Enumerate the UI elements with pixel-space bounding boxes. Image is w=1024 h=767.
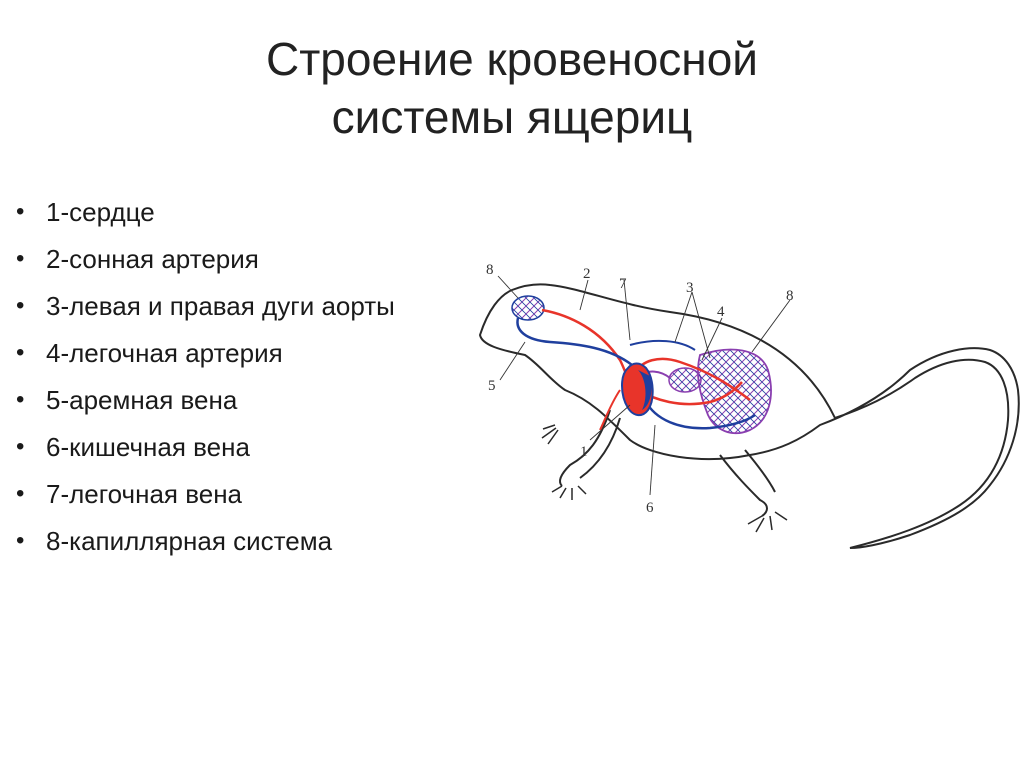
body-capillary xyxy=(697,348,772,435)
legend-item-label: 4-легочная артерия xyxy=(46,338,283,368)
title-line-1: Строение кровеносной xyxy=(266,33,758,85)
title-line-2: системы ящериц xyxy=(331,91,693,143)
legend-item-label: 5-аремная вена xyxy=(46,385,238,415)
intestinal-vein xyxy=(643,399,756,430)
aortic-arch-left xyxy=(633,357,751,402)
rear-leg-outline xyxy=(719,449,776,517)
legend-item: • 3-левая и правая дуги аорты xyxy=(14,290,434,322)
bullet-icon: • xyxy=(16,198,25,225)
legend-list: • 1-сердце • 2-сонная артерия • 3-левая и п… xyxy=(14,196,434,572)
body-vein-loop xyxy=(629,339,696,351)
legend-item: • 1-сердце xyxy=(14,196,434,228)
legend-item: • 7-легочная вена xyxy=(14,478,434,510)
front-claws xyxy=(551,485,587,500)
lizard-circulatory-diagram: 8 2 7 3 4 8 5 1 6 xyxy=(470,250,1024,560)
label-1: 1 xyxy=(580,444,588,460)
bullet-icon: • xyxy=(16,386,25,413)
carotid-artery xyxy=(541,308,634,389)
legend-item-label: 3-левая и правая дуги аорты xyxy=(46,291,395,321)
heart-ventricle-right xyxy=(638,370,652,410)
legend-item-label: 6-кишечная вена xyxy=(46,432,250,462)
rear-claws xyxy=(747,511,788,533)
label-3: 3 xyxy=(686,280,694,296)
bullet-icon: • xyxy=(16,480,25,507)
lizard-body-outline xyxy=(478,283,1020,549)
legend-item: • 5-аремная вена xyxy=(14,384,434,416)
bullet-icon: • xyxy=(16,292,25,319)
left-front-foot xyxy=(541,424,559,445)
label-5: 5 xyxy=(488,378,496,394)
legend-item-label: 8-капиллярная система xyxy=(46,526,333,556)
bullet-icon: • xyxy=(16,433,25,460)
bullet-icon: • xyxy=(16,339,25,366)
bullet-icon: • xyxy=(16,527,25,554)
legend-item-label: 1-сердце xyxy=(46,197,155,227)
leader-lines xyxy=(497,275,791,496)
legend-item: • 4-легочная артерия xyxy=(14,337,434,369)
lizard-diagram-svg: 8 2 7 3 4 8 5 1 6 xyxy=(478,262,1020,549)
label-2: 2 xyxy=(583,266,591,282)
lung-capillary xyxy=(668,367,702,393)
legend-item: • 2-сонная артерия xyxy=(14,243,434,275)
head-capillary xyxy=(511,295,545,321)
label-7: 7 xyxy=(619,276,627,292)
jugular-vein xyxy=(516,317,633,366)
page-title: Строение кровеносной системы ящериц xyxy=(0,30,1024,146)
label-8-body: 8 xyxy=(786,288,794,304)
label-6: 6 xyxy=(646,500,654,516)
label-8-head: 8 xyxy=(486,262,494,278)
legend-item: • 8-капиллярная система xyxy=(14,525,434,557)
aortic-arch-right xyxy=(637,381,743,406)
bullet-icon: • xyxy=(16,245,25,272)
front-leg-outline xyxy=(559,409,621,487)
legend-item-label: 7-легочная вена xyxy=(46,479,243,509)
artery-to-front-leg xyxy=(599,389,621,431)
legend-item: • 6-кишечная вена xyxy=(14,431,434,463)
label-4: 4 xyxy=(717,304,725,320)
legend-item-label: 2-сонная артерия xyxy=(46,244,259,274)
